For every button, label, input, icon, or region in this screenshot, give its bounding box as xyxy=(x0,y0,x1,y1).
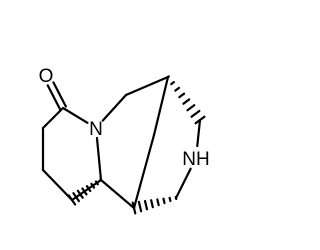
bond-C5-C4-hash xyxy=(94,180,99,186)
bond-C7-C8-hash xyxy=(174,86,181,92)
bond-C7-C8-hash xyxy=(178,92,186,99)
bond-C9-C10-hashed-wedge xyxy=(131,195,178,215)
bond-C9-C10-hash xyxy=(156,198,160,207)
bond-C5-C4-hash xyxy=(99,178,103,182)
bond-C5-N1 xyxy=(95,136,103,182)
bond-N2-C9 xyxy=(174,167,192,200)
atom-label-o1: O xyxy=(39,66,54,87)
bond-C5-C4-hash xyxy=(76,189,84,199)
atom-label-n1: N xyxy=(89,119,103,140)
bond-C7-C11 xyxy=(152,75,170,137)
bond-C5-C4-hash xyxy=(72,192,81,203)
bond-C10-C5 xyxy=(99,178,136,210)
bond-C9-C10-hash xyxy=(137,200,143,213)
bond-C3-C4 xyxy=(41,168,74,202)
bond-C7-C8-hash xyxy=(182,98,191,105)
bond-C8-N2 xyxy=(196,118,202,148)
bond-C6-C7 xyxy=(124,75,170,97)
bond-C5-C4-hash xyxy=(90,182,96,189)
bond-C7-C8-hash xyxy=(186,104,196,112)
atom-labels-layer: O N NH xyxy=(39,66,210,170)
bond-C1-C2 xyxy=(41,106,65,130)
molecule-structure-diagram: O N NH xyxy=(38,66,210,215)
bond-C5-C4-hash xyxy=(85,185,92,193)
bonds-layer xyxy=(41,75,206,215)
bond-N1-C1 xyxy=(61,106,89,124)
bond-C7-C8-hash xyxy=(190,109,201,118)
bond-C11-C10 xyxy=(132,133,156,210)
bond-C9-C10-hash xyxy=(162,197,166,205)
bond-C5-C4-hashed-wedge xyxy=(67,178,103,206)
bond-C9-C10-hash xyxy=(168,196,172,203)
bond-C1-O1-b xyxy=(46,84,62,111)
bond-C7-C8-hashed-wedge xyxy=(166,75,206,125)
atom-label-n2: NH xyxy=(182,149,209,170)
bond-C5-C4-hash xyxy=(81,187,88,196)
bond-C1-O1-a xyxy=(52,81,67,108)
bond-C9-C10-hash xyxy=(150,199,154,209)
molecule-svg: O N NH xyxy=(39,66,210,215)
bond-C9-C10-hash xyxy=(143,199,149,211)
bond-C7-C8-hash xyxy=(170,81,175,86)
bond-C5-C4-hash xyxy=(67,194,77,206)
bond-N1-C6 xyxy=(101,93,128,122)
